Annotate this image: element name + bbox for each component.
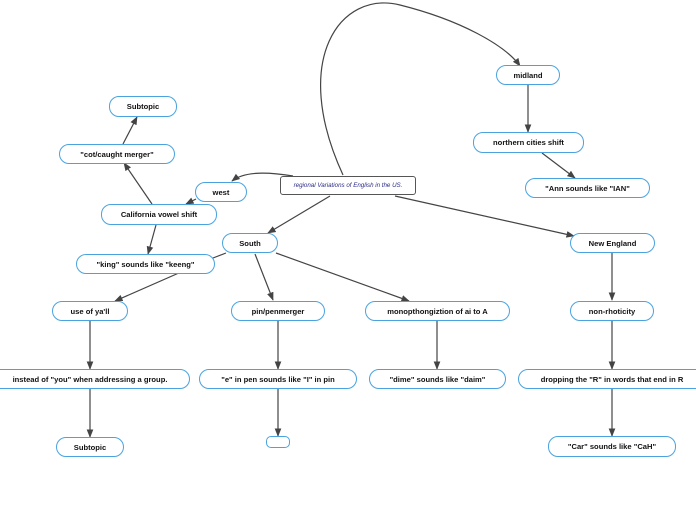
subtopic-node-south[interactable]: Subtopic bbox=[56, 437, 124, 457]
edge-west-california bbox=[185, 197, 197, 205]
northern-cities-shift-node[interactable]: northern cities shift bbox=[473, 132, 584, 153]
west-node[interactable]: west bbox=[195, 182, 247, 202]
subtopic-node-west[interactable]: Subtopic bbox=[109, 96, 177, 117]
edge-root-midland bbox=[319, 2, 521, 176]
midland-node[interactable]: midland bbox=[496, 65, 560, 85]
dime-sounds-like-daim-node[interactable]: "dime" sounds like "daim" bbox=[369, 369, 506, 389]
car-sounds-like-cah-node[interactable]: "Car" sounds like "CaH" bbox=[548, 436, 676, 457]
non-rhoticity-node[interactable]: non-rhoticity bbox=[570, 301, 654, 321]
south-node[interactable]: South bbox=[222, 233, 278, 253]
ann-sounds-like-ian-node[interactable]: "Ann sounds like "IAN" bbox=[525, 178, 650, 198]
edge-south-mono bbox=[275, 252, 410, 302]
edge-california-cot bbox=[123, 162, 153, 205]
empty-node[interactable] bbox=[266, 436, 290, 448]
new-england-node[interactable]: New England bbox=[570, 233, 655, 253]
california-vowel-shift-node[interactable]: California vowel shift bbox=[101, 204, 217, 225]
edge-root-newengland bbox=[394, 195, 575, 238]
edge-root-west bbox=[231, 172, 294, 182]
e-in-pen-node[interactable]: "e" in pen sounds like "I" in pin bbox=[199, 369, 357, 389]
edge-root-south bbox=[267, 195, 331, 234]
edge-cot-subtopic bbox=[122, 116, 138, 145]
edge-south-pinpen bbox=[254, 253, 274, 301]
cot-caught-merger-node[interactable]: "cot/caught merger" bbox=[59, 144, 175, 164]
instead-of-you-node[interactable]: instead of "you" when addressing a group… bbox=[0, 369, 190, 389]
monophthongization-node[interactable]: monopthongiztion of ai to A bbox=[365, 301, 510, 321]
king-sounds-like-keeng-node[interactable]: "king" sounds like "keeng" bbox=[76, 254, 215, 274]
central-topic-node[interactable]: regional Variations of English in the US… bbox=[280, 176, 416, 195]
pin-pen-merger-node[interactable]: pin/penmerger bbox=[231, 301, 325, 321]
dropping-the-r-node[interactable]: dropping the "R" in words that end in R bbox=[518, 369, 696, 389]
use-of-yall-node[interactable]: use of ya'll bbox=[52, 301, 128, 321]
edge-california-king bbox=[146, 224, 157, 255]
edge-northern-ann bbox=[541, 152, 576, 179]
